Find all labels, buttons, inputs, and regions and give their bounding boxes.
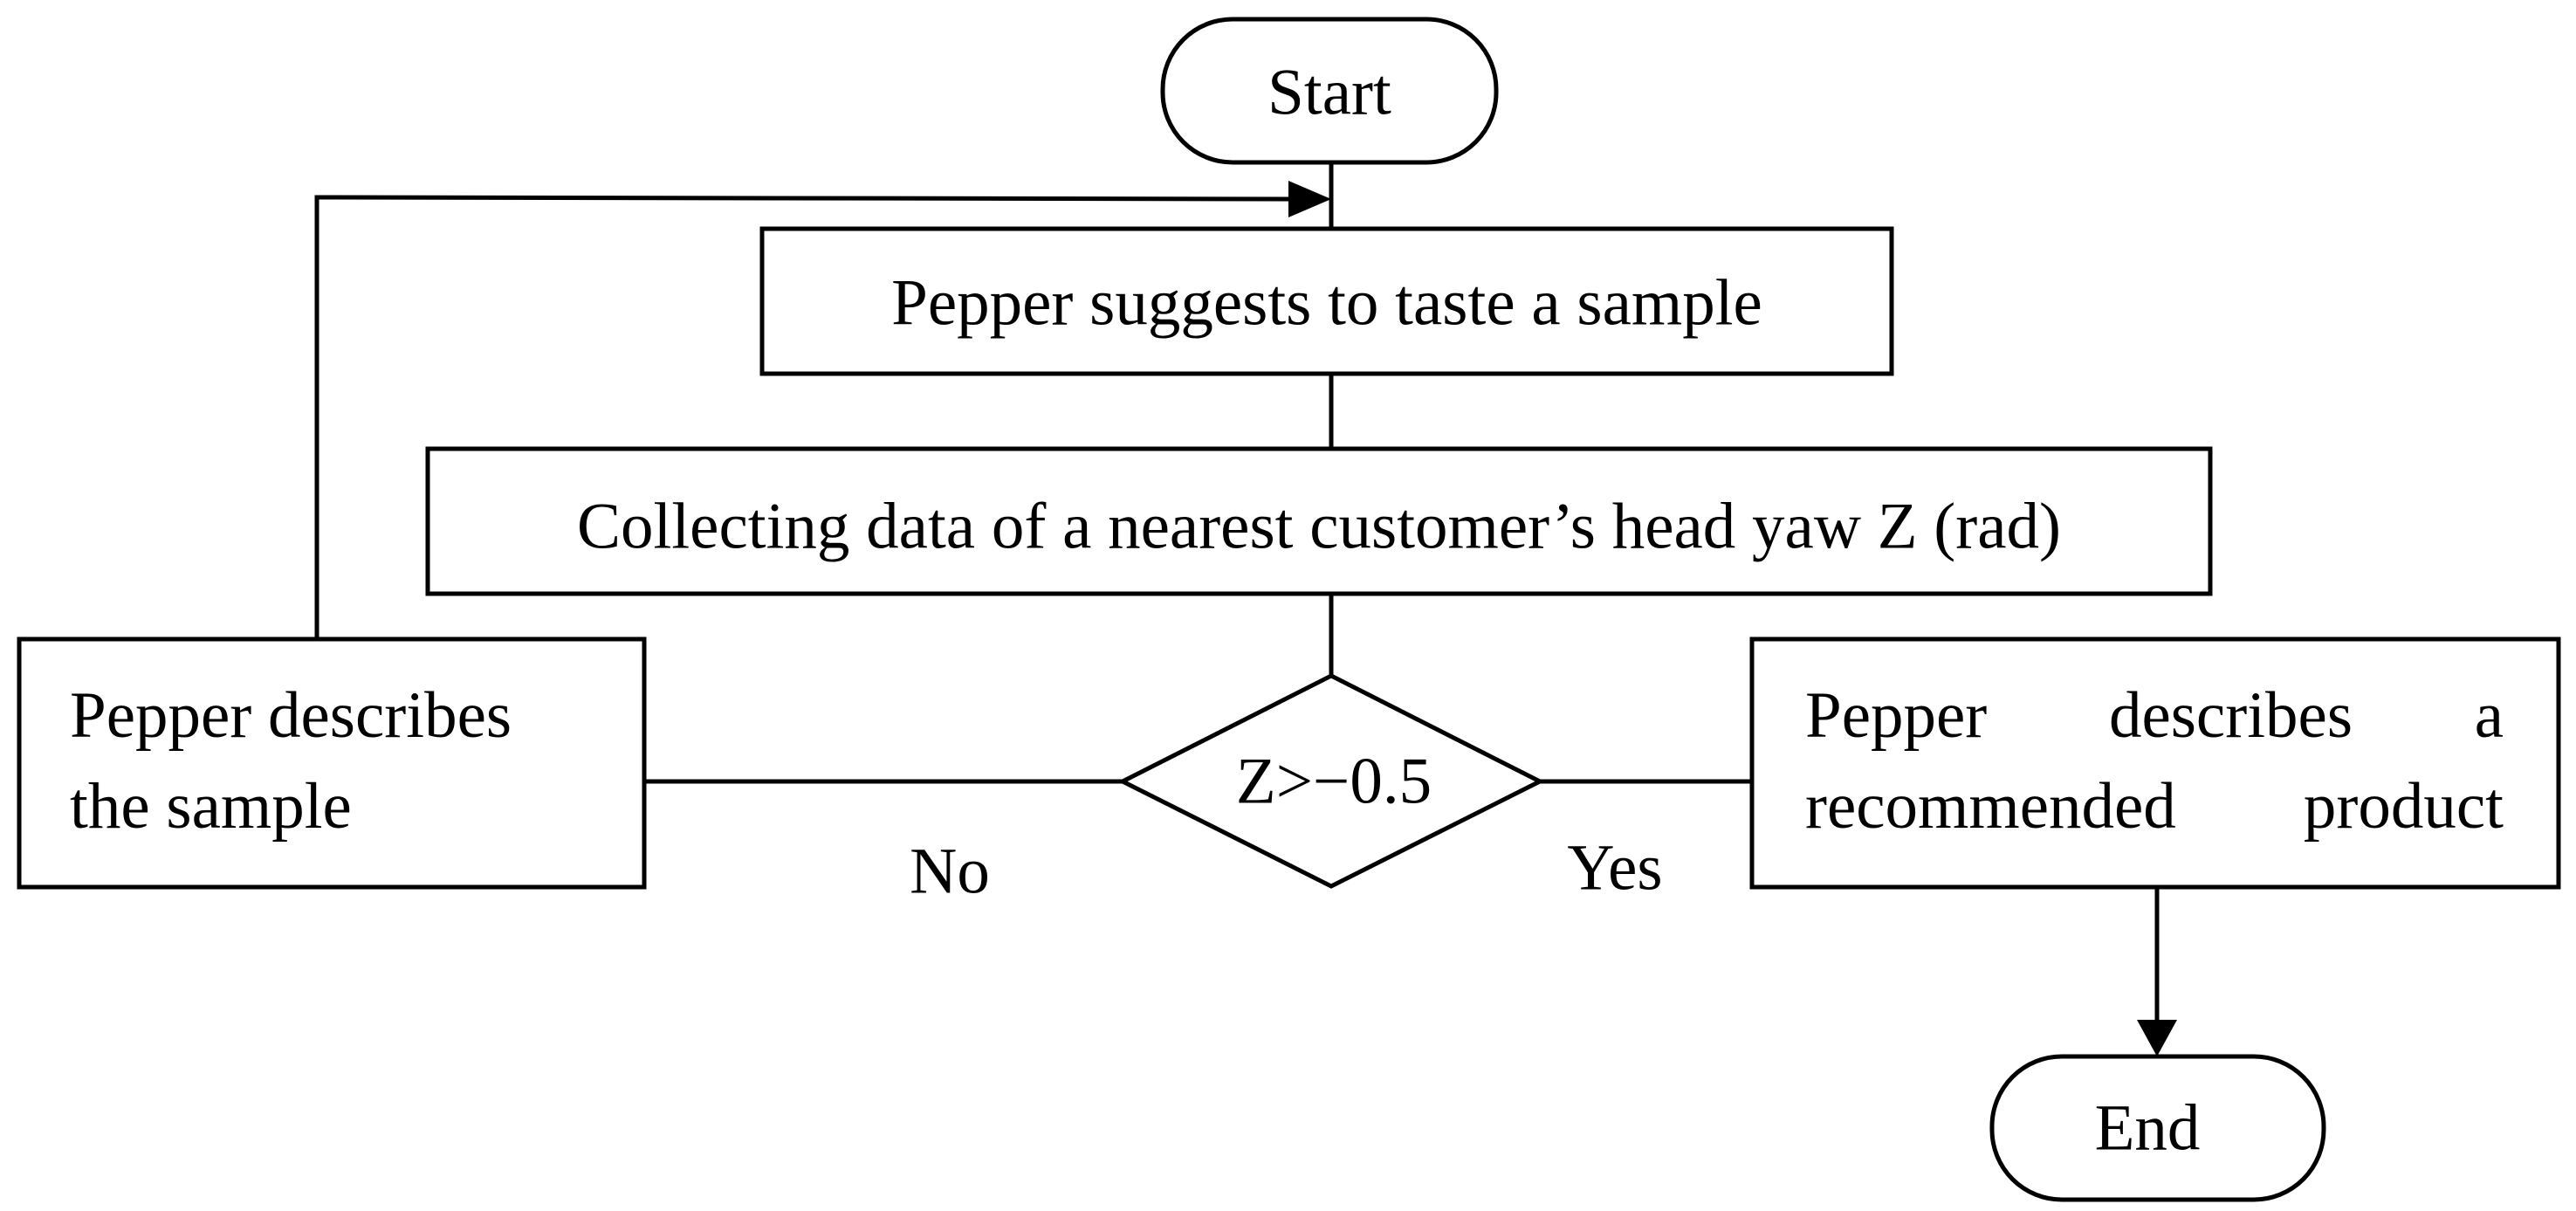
suggest-sample-label: Pepper suggests to taste a sample: [891, 266, 1762, 340]
end-terminal: [1989, 1054, 2326, 1202]
describe-product-line-1: Pepper describes a: [1805, 679, 2504, 752]
start-label: Start: [1267, 56, 1391, 129]
end-arrowhead: [2137, 1020, 2177, 1056]
connector-loop-back: [314, 195, 1291, 639]
loop-arrowhead: [1288, 181, 1331, 217]
describe-product-line-2: recommended product: [1805, 770, 2504, 843]
no-branch-label: No: [910, 835, 990, 908]
decision-diamond: [1117, 673, 1545, 889]
yes-branch-label: Yes: [1567, 831, 1663, 905]
describe-sample-line-1: Pepper describes: [70, 679, 512, 752]
collect-data-label: Collecting data of a nearest customer’s …: [576, 490, 2062, 563]
describe-sample-line-2: the sample: [70, 770, 352, 843]
collect-data-box: [425, 446, 2213, 596]
suggest-sample-box: [759, 226, 1894, 376]
end-label: End: [2094, 1091, 2201, 1165]
decision-label: Z>−0.5: [1235, 745, 1432, 818]
describe-product-box: [1749, 636, 2561, 890]
describe-product-label: Pepper describes a recommended product: [1805, 671, 2504, 852]
start-terminal: [1160, 17, 1499, 165]
describe-sample-label: Pepper describes the sample: [70, 671, 594, 852]
describe-sample-box: [17, 636, 647, 890]
